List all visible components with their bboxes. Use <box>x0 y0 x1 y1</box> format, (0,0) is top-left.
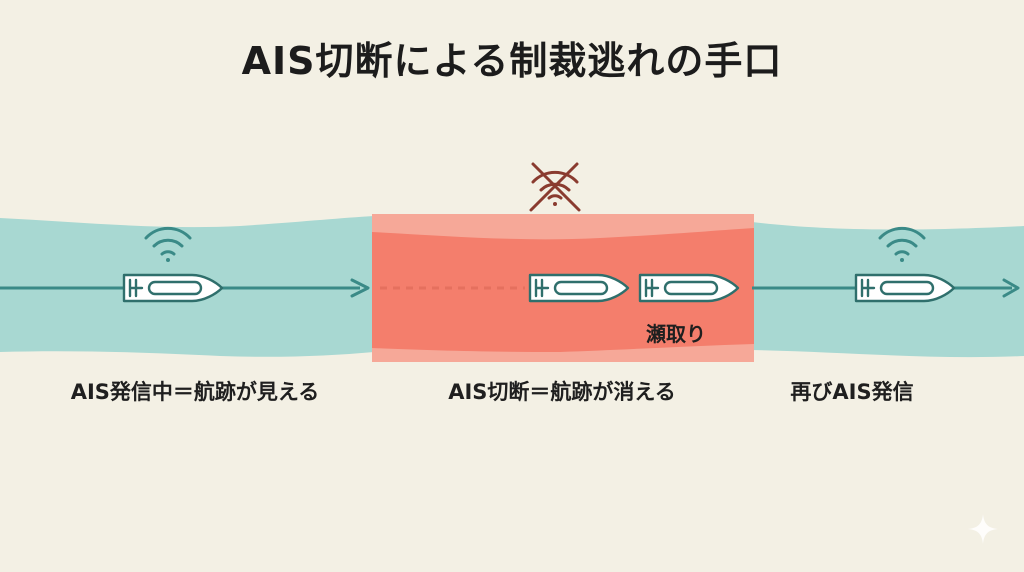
track-right-arrow <box>1002 278 1020 298</box>
sparkle-icon <box>968 514 998 544</box>
track-left-arrow <box>350 278 370 298</box>
caption-ais-resume: 再びAIS発信 <box>790 380 914 404</box>
ship-icon-left <box>122 273 224 303</box>
signal-off-icon <box>529 162 581 212</box>
ship-icon-transfer-b <box>638 273 740 303</box>
caption-ais-off: AIS切断＝航跡が消える <box>448 380 676 404</box>
page-title: AIS切断による制裁逃れの手口 <box>241 39 783 83</box>
transfer-label: 瀬取り <box>646 322 706 346</box>
caption-ais-on: AIS発信中＝航跡が見える <box>70 380 320 404</box>
ship-icon-right <box>854 273 956 303</box>
ship-icon-transfer-a <box>528 273 630 303</box>
